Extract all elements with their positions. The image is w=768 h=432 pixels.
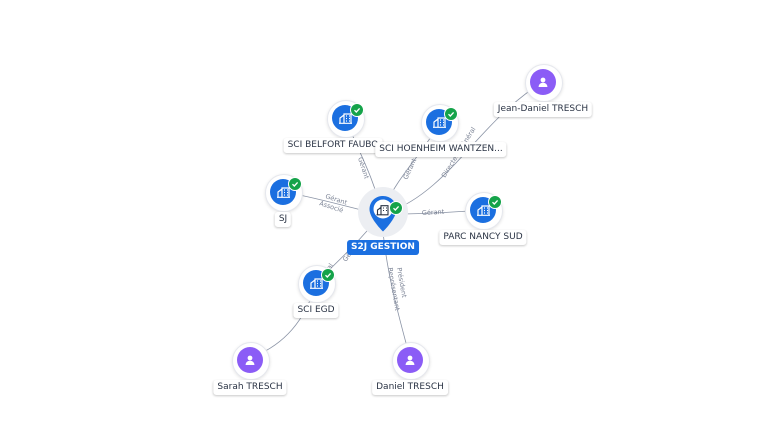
person-icon: [397, 347, 423, 373]
node-label: Daniel TRESCH: [372, 380, 448, 395]
verified-check-icon: [488, 195, 502, 209]
person-icon: [237, 347, 263, 373]
node-label: SCI BELFORT FAUBO: [283, 138, 383, 153]
node-label: SCI EGD: [293, 303, 339, 318]
node-label: SCI HOENHEIM WANTZEN...: [375, 142, 507, 157]
node-label: PARC NANCY SUD: [439, 230, 527, 245]
edge-label-hoenheim: Gérant: [402, 157, 419, 181]
verified-check-icon: [444, 107, 458, 121]
edge-label-egd-2: al: [325, 262, 335, 271]
edge-label-belfort: Gérant: [356, 156, 371, 180]
edge-label-parc: Gérant: [422, 208, 445, 217]
verified-check-icon: [321, 268, 335, 282]
edge-label-egd-1: Gé: [341, 251, 353, 263]
person-icon: [530, 69, 556, 95]
verified-check-icon: [389, 201, 403, 215]
node-label-central: S2J GESTION: [347, 240, 419, 255]
node-label: Jean-Daniel TRESCH: [493, 102, 593, 117]
node-label: SJ: [274, 212, 292, 227]
verified-check-icon: [350, 103, 364, 117]
verified-check-icon: [288, 177, 302, 191]
node-label: Sarah TRESCH: [213, 380, 287, 395]
